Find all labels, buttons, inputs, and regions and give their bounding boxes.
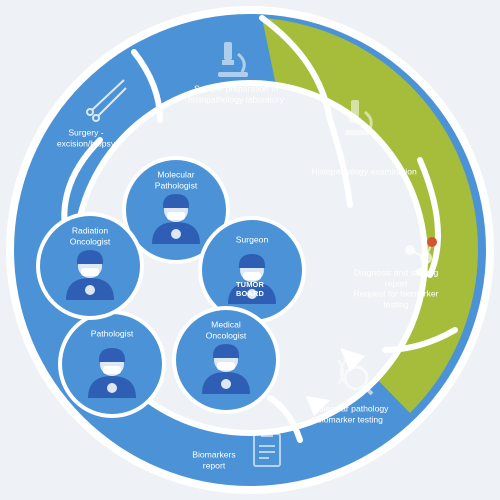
dna-icon (171, 229, 181, 239)
member-node-radiation-oncologist (36, 212, 144, 320)
member-node-pathologist (58, 310, 166, 418)
scissors-icon (247, 289, 257, 299)
member-label-medical-oncologist: Medical Oncologist (205, 319, 247, 340)
member-label-surgeon: Surgeon (235, 234, 269, 245)
step-label-biomarkers: Biomarkers report (192, 449, 236, 470)
sample-prep-icon-group (218, 42, 248, 77)
microscope-icon (107, 383, 117, 393)
clipboard-icon (253, 430, 281, 467)
arrow-to-biomarkers (306, 396, 330, 416)
step-label-molecular: Molecular pathology biomarker testing (311, 403, 389, 424)
member-label-pathologist: Pathologist (90, 328, 134, 339)
tumor-board-label: TUMOR BOARD (235, 279, 265, 298)
member-label-molecular-pathologist: Molecular Pathologist (154, 169, 198, 190)
scissors-icon (86, 79, 127, 122)
member-node-molecular-pathologist (122, 156, 230, 264)
cycle-arrows (306, 348, 365, 416)
histo-exam-icon-group (345, 100, 375, 135)
molecule-icon (405, 237, 437, 276)
separator-diagnosis-molecular (382, 327, 458, 353)
step-label-histo-exam: Histopathology examination (311, 166, 417, 177)
doctor-avatar-icon (228, 254, 276, 304)
step-label-diagnosis: Diagnosis and staging report Request for… (353, 267, 439, 310)
separator-histo-diagnosis (417, 157, 441, 278)
step-label-sample-prep: Sample preparation in histopathology lab… (187, 83, 285, 104)
dna-magnifier-icon (337, 359, 374, 396)
microscope-icon (345, 100, 375, 135)
member-label-radiation-oncologist: Radiation Oncologist (69, 225, 111, 246)
member-node-surgeon (198, 216, 306, 324)
member-node-medical-oncologist (172, 306, 280, 414)
molecule-icon (221, 379, 231, 389)
separator-surgery-sample (131, 49, 163, 123)
separator-molecular-biomarkers (267, 395, 303, 443)
step-label-surgery: Surgery - excision/biopsy (56, 127, 116, 148)
arrow-to-molecular (340, 348, 365, 372)
radiation-icon (85, 285, 95, 295)
microscope-icon (218, 42, 248, 77)
doctor-avatar-icon (202, 344, 250, 394)
separator-sample-histo (259, 15, 353, 208)
